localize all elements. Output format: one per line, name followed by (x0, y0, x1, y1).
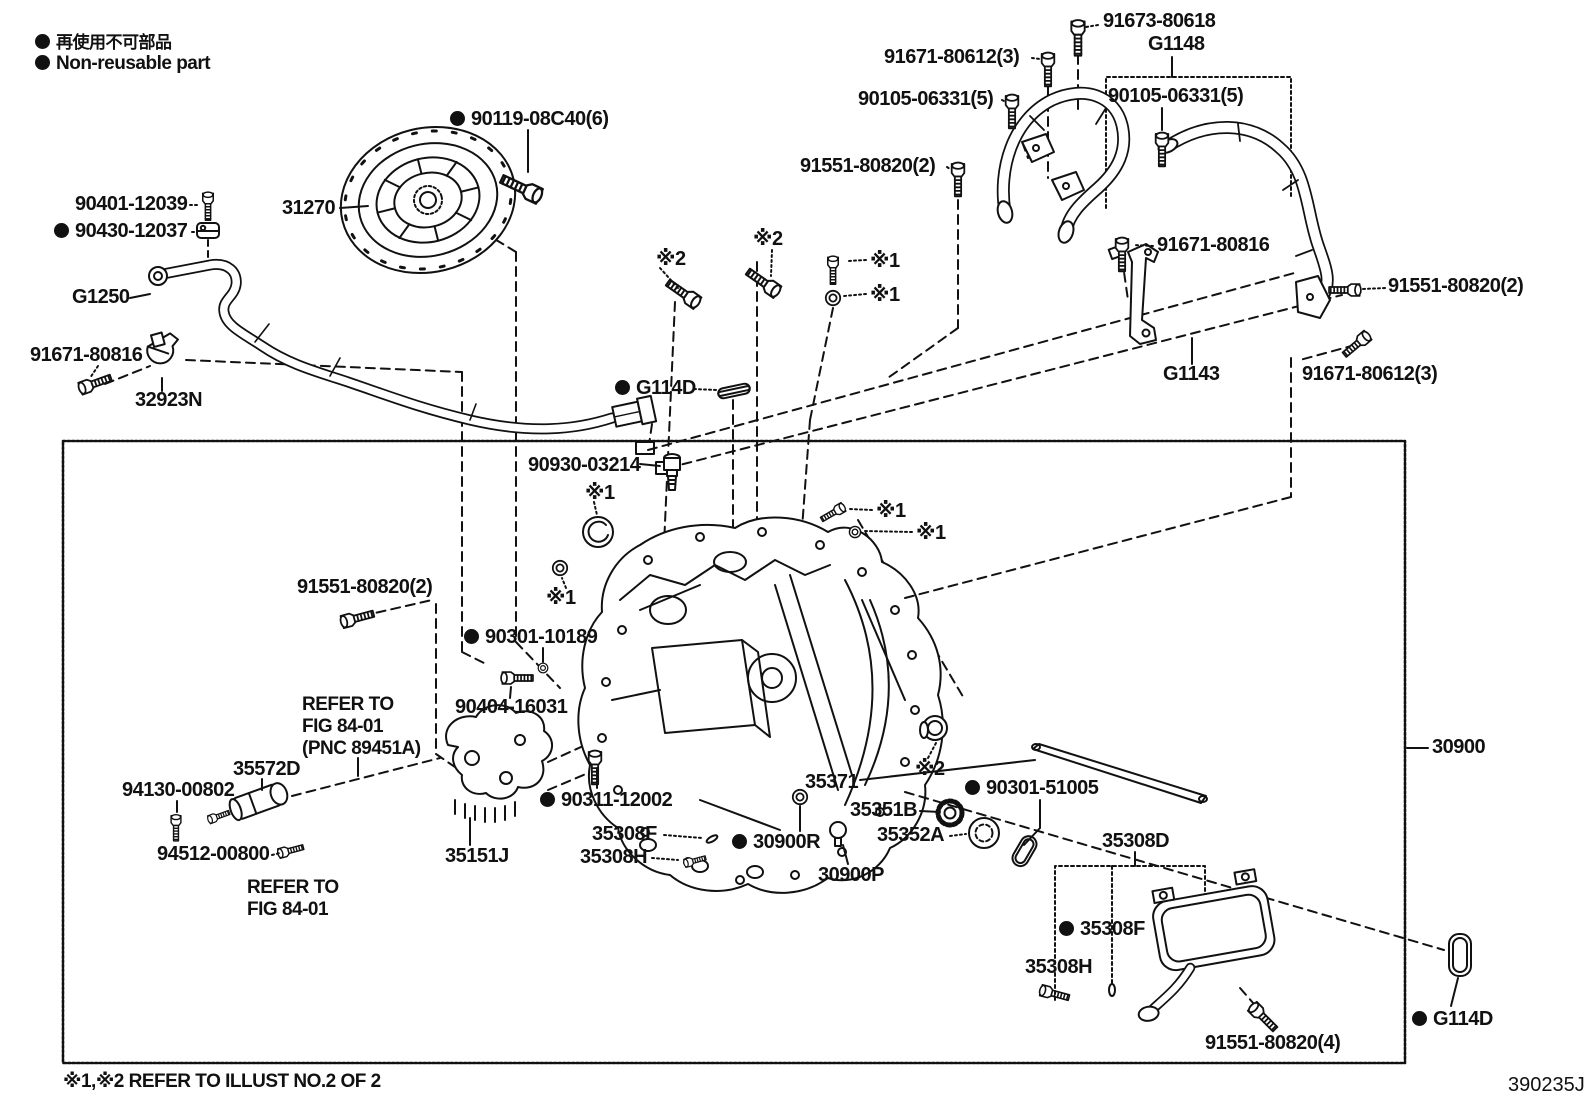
part-label-ref2-b: ※2 (753, 228, 783, 250)
part-label-35308d: 35308D (1102, 830, 1170, 852)
part-label-35351b: 35351B (850, 799, 918, 821)
part-label-90301-51005: 90301-51005 (965, 777, 1099, 800)
part-label-90119-08c40-6: 90119-08C40(6) (450, 108, 609, 131)
part-label-35308f-right: 35308F (1059, 918, 1145, 941)
part-label-91551-80820-2-mid: 91551-80820(2) (297, 576, 433, 598)
part-label-ref1-c: ※1 (585, 482, 615, 504)
part-label-refer-1b: FIG 84-01 (302, 716, 384, 737)
non-reusable-dot-icon (35, 55, 50, 70)
part-label-ref1-e: ※1 (876, 500, 906, 522)
doc-number: 390235J (1508, 1074, 1585, 1096)
part-label-30900p: 30900P (818, 864, 884, 886)
part-label-90404-16031: 90404-16031 (455, 696, 568, 718)
non-reusable-dot-icon (1412, 1011, 1427, 1026)
legend-jp-text: 再使用不可部品 (56, 33, 172, 52)
part-label-90311-12002: 90311-12002 (540, 789, 673, 812)
part-label-91673-80618: 91673-80618 (1103, 10, 1216, 32)
part-label-91671-80612-3-bottom: 91671-80612(3) (1302, 363, 1438, 385)
non-reusable-dot-icon (732, 834, 747, 849)
legend-jp: 再使用不可部品 (35, 28, 172, 53)
part-label-g1148: G1148 (1148, 33, 1205, 55)
footnote: ※1,※2 REFER TO ILLUST NO.2 OF 2 (63, 1071, 381, 1092)
part-label-ref2-c: ※2 (915, 758, 945, 780)
part-label-ref1-a: ※1 (870, 250, 900, 272)
part-label-91671-80816-right: 91671-80816 (1157, 234, 1270, 256)
main-frame (61, 439, 1407, 1065)
part-label-ref1-b: ※1 (870, 284, 900, 306)
part-label-90401-12039: 90401-12039 (75, 193, 188, 215)
part-label-91551-80820-4: 91551-80820(4) (1205, 1032, 1341, 1054)
part-label-35371: 35371 (805, 771, 859, 793)
non-reusable-dot-icon (35, 34, 50, 49)
part-label-91671-80612-3-top: 91671-80612(3) (884, 46, 1020, 68)
part-label-32923n: 32923N (135, 389, 203, 411)
legend-en-text: Non-reusable part (56, 53, 211, 74)
non-reusable-dot-icon (965, 780, 980, 795)
part-label-90105-06331-5-left: 90105-06331(5) (858, 88, 994, 110)
part-label-91551-80820-2-right: 91551-80820(2) (1388, 275, 1524, 297)
part-label-94130-00802: 94130-00802 (122, 779, 235, 801)
part-label-35308f-left: 35308F (592, 823, 657, 845)
part-label-35151j: 35151J (445, 845, 509, 867)
non-reusable-dot-icon (540, 792, 555, 807)
part-label-35352a: 35352A (877, 824, 945, 846)
non-reusable-dot-icon (54, 223, 69, 238)
part-label-refer-2a: REFER TO (247, 877, 339, 898)
part-label-31270: 31270 (282, 197, 336, 219)
part-label-ref1-d: ※1 (546, 587, 576, 609)
legend-en: Non-reusable part (35, 53, 211, 75)
part-label-30900: 30900 (1432, 736, 1486, 758)
part-label-g114d-bottom: G114D (1412, 1008, 1493, 1031)
part-label-30900r: 30900R (732, 831, 821, 854)
part-label-90430-12037: 90430-12037 (54, 220, 188, 243)
part-label-g114d-top: G114D (615, 377, 696, 400)
part-label-refer-1c: (PNC 89451A) (302, 738, 421, 759)
part-label-ref1-f: ※1 (916, 522, 946, 544)
part-label-ref2-a: ※2 (656, 248, 686, 270)
non-reusable-dot-icon (450, 111, 465, 126)
non-reusable-dot-icon (615, 380, 630, 395)
part-label-g1250: G1250 (72, 286, 130, 308)
part-label-refer-2b: FIG 84-01 (247, 899, 329, 920)
part-label-91551-80820-2-top: 91551-80820(2) (800, 155, 936, 177)
part-label-refer-1a: REFER TO (302, 694, 394, 715)
part-label-35572d: 35572D (233, 758, 301, 780)
part-label-35308h-left: 35308H (580, 846, 648, 868)
part-label-91671-80816-left: 91671-80816 (30, 344, 143, 366)
part-label-90301-10189: 90301-10189 (464, 626, 598, 649)
part-label-35308h-right: 35308H (1025, 956, 1093, 978)
part-label-g1143: G1143 (1163, 363, 1220, 385)
part-label-94512-00800: 94512-00800 (157, 843, 270, 865)
part-label-90105-06331-5-right: 90105-06331(5) (1108, 85, 1244, 107)
part-label-90930-03214: 90930-03214 (528, 454, 641, 476)
non-reusable-dot-icon (1059, 921, 1074, 936)
non-reusable-dot-icon (464, 629, 479, 644)
